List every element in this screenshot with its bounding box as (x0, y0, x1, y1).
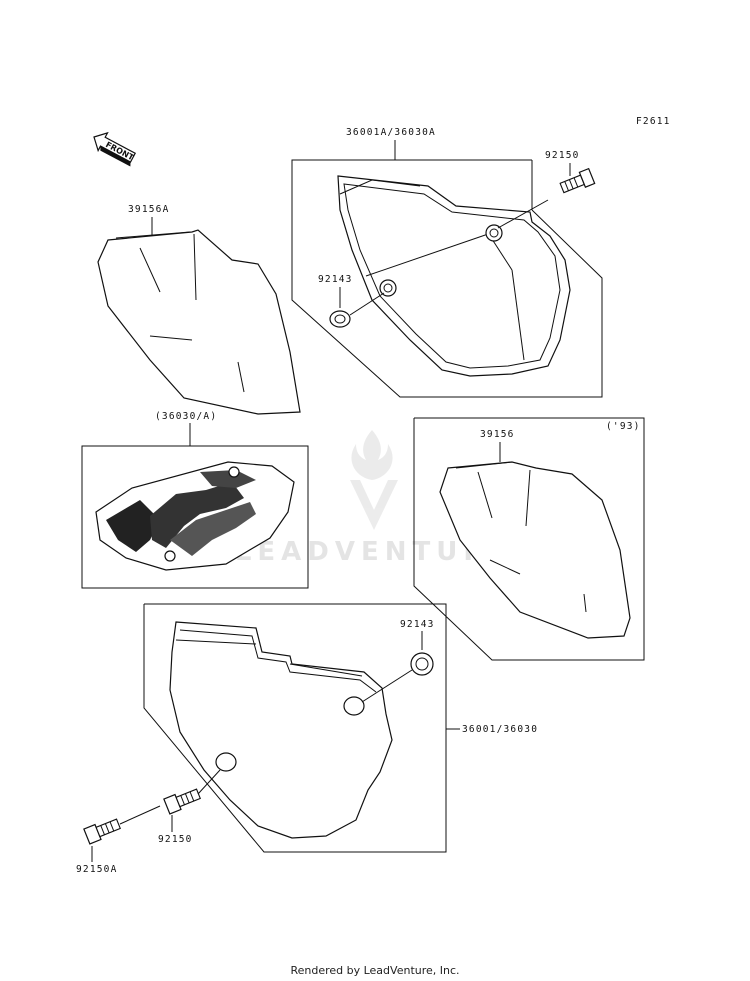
label-92143-upper: 92143 (318, 274, 353, 285)
decal-hole-top (228, 466, 240, 478)
decal-box (81, 445, 309, 589)
upper-assembly-frame (291, 140, 603, 398)
label-92150a: 92150A (76, 864, 118, 875)
label-36001a-36030a: 36001A/36030A (346, 127, 436, 138)
label-39156: 39156 (480, 429, 515, 440)
upper-cover-hole-bottom (379, 279, 397, 297)
label-39156a: 39156A (128, 204, 170, 215)
label-92143-lower: 92143 (400, 619, 435, 630)
lower-bolt-a (83, 818, 121, 845)
right-pad (439, 461, 631, 639)
watermark-logo (350, 430, 398, 530)
upper-pad (97, 229, 301, 415)
label-36001-36030: 36001/36030 (462, 724, 538, 735)
lower-bolt (163, 788, 201, 815)
decal-hole-bottom (164, 550, 176, 562)
lower-cover-hole-top (343, 696, 365, 716)
label-93-note: ('93) (606, 421, 641, 432)
label-36030-a: (36030/A) (155, 411, 217, 422)
decal-side-cover (95, 461, 295, 571)
right-pad-frame (413, 417, 645, 661)
upper-side-cover (337, 175, 571, 377)
lower-side-cover (169, 621, 393, 839)
diagram-code: F2611 (636, 116, 671, 127)
front-arrow-icon: FRONT (93, 131, 137, 167)
lower-assembly-frame (143, 603, 447, 853)
footer-credit: Rendered by LeadVenture, Inc. (290, 964, 460, 977)
lower-cover-hole-bottom (215, 752, 237, 772)
upper-cover-hole-top (485, 224, 503, 242)
label-92150-upper: 92150 (545, 150, 580, 161)
lower-grommet (410, 652, 434, 676)
upper-bolt (559, 167, 596, 194)
label-92150-lower: 92150 (158, 834, 193, 845)
upper-grommet (329, 310, 351, 328)
